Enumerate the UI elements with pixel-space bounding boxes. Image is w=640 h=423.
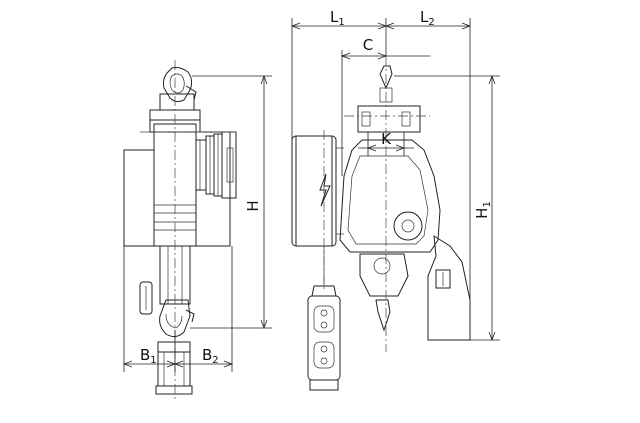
top-hook <box>159 67 197 111</box>
label-b2: B2 <box>202 346 219 366</box>
bottom-hook <box>159 299 195 338</box>
label-h: H <box>244 200 262 211</box>
label-b1: B1 <box>140 346 157 366</box>
dimension-k: K <box>358 130 414 156</box>
dimension-b: B1 B2 <box>122 246 234 372</box>
label-l2: L2 <box>420 8 435 28</box>
motor-fins <box>195 131 237 199</box>
pendant-control <box>307 285 341 391</box>
side-view <box>123 60 237 400</box>
dimension-l: L1 L2 <box>290 8 472 340</box>
dimension-c: C <box>340 36 430 176</box>
label-c: C <box>363 36 373 54</box>
label-k: K <box>381 130 392 148</box>
dimension-h1: H1 <box>394 74 500 342</box>
front-view <box>291 56 471 391</box>
dimension-h: H <box>190 74 272 330</box>
motor-drum <box>291 135 344 247</box>
label-l1: L1 <box>330 8 345 28</box>
lightning-bolt-icon <box>319 173 331 207</box>
label-h1: H1 <box>473 201 493 219</box>
